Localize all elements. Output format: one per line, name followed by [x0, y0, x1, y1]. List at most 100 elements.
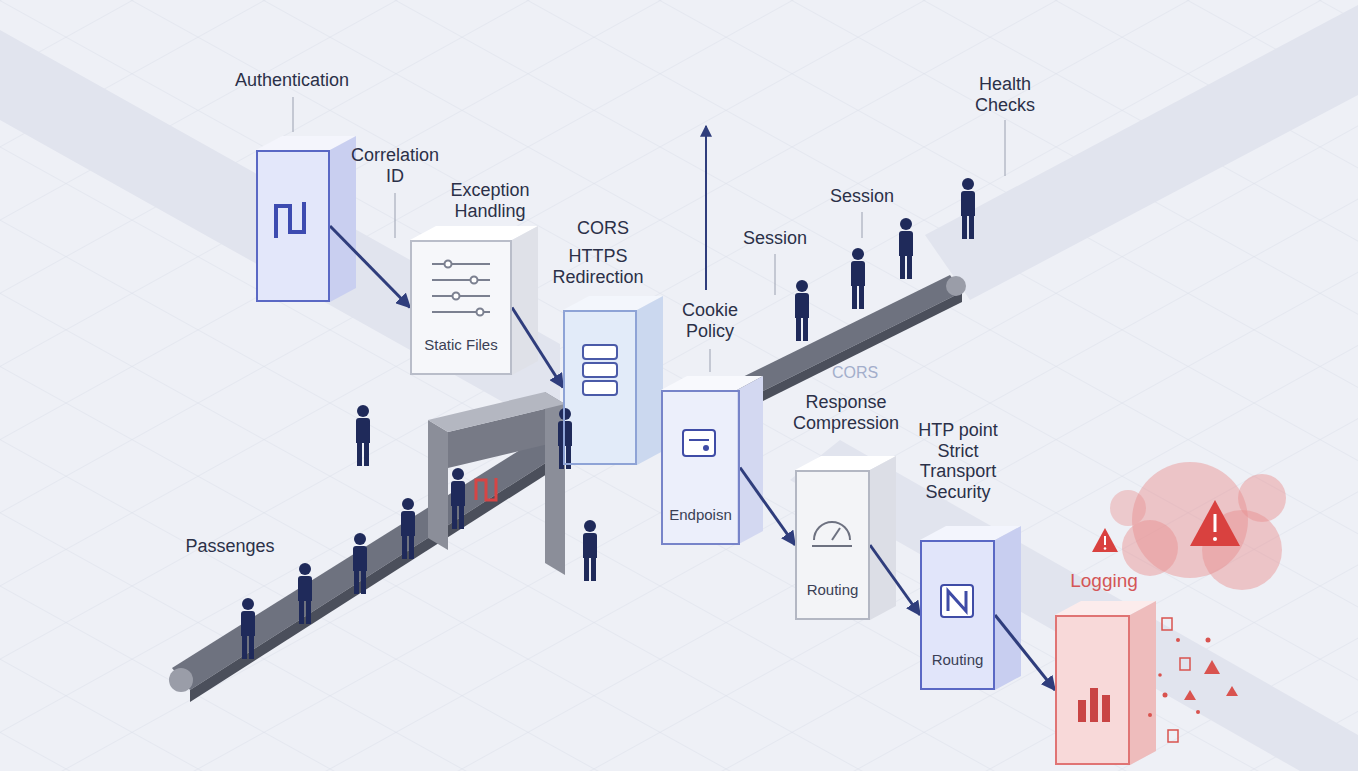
floor-band — [790, 440, 1358, 771]
floor-bands — [0, 5, 1358, 771]
box-face — [563, 310, 637, 465]
person-figure — [451, 468, 465, 529]
error-particles — [1204, 660, 1220, 674]
middleware-box: Response CompressionRouting — [795, 470, 870, 620]
server-icon — [583, 345, 617, 359]
box-side — [1130, 601, 1156, 765]
error-particles — [1162, 618, 1172, 630]
box-label: Endpoisn — [669, 506, 732, 523]
callout-label: Passenges — [170, 536, 290, 557]
box-side — [995, 526, 1021, 690]
box-side — [637, 296, 663, 465]
slider-icon — [432, 295, 490, 297]
flow-arrow — [512, 308, 563, 388]
box-heading: Cookie Policy — [670, 300, 750, 341]
endpoint-icon — [703, 445, 709, 451]
leader-line — [775, 254, 776, 295]
box-heading: Authentication — [222, 70, 362, 91]
person-figure — [851, 248, 865, 309]
leader-line — [710, 349, 711, 372]
callout-label: Health Checks — [960, 74, 1050, 115]
flow-arrow — [870, 545, 920, 615]
box-face — [795, 470, 870, 620]
security-gate — [428, 392, 565, 575]
endpoint-icon — [683, 430, 715, 456]
routing-icon — [941, 585, 973, 617]
callout-label: Session — [730, 228, 820, 249]
warning-icon — [1104, 547, 1107, 550]
endpoint-box: Cookie PolicyEndpoisn — [661, 390, 740, 545]
person-figure — [241, 598, 255, 659]
box-face — [256, 150, 330, 302]
belt-roller — [169, 668, 193, 692]
gate-post — [545, 392, 565, 575]
leader-line — [862, 212, 863, 238]
conveyor-belt — [169, 275, 966, 702]
flow-arrow — [995, 615, 1055, 690]
server-icon — [583, 363, 617, 377]
slider-icon — [445, 261, 452, 268]
chart-icon — [1078, 700, 1086, 722]
routing-box: HTP point Strict Transport SecurityRouti… — [920, 540, 995, 690]
person-figure — [356, 405, 370, 466]
error-particles — [1168, 730, 1178, 742]
endpoint-icon — [689, 439, 709, 441]
gauge-icon — [812, 522, 852, 546]
box-heading: Response Compression — [781, 392, 911, 433]
box-side — [870, 456, 896, 620]
error-particles — [1184, 690, 1196, 700]
person-figure — [558, 408, 572, 469]
box-side — [737, 376, 763, 545]
chart-icon — [1078, 688, 1110, 722]
gauge-icon — [812, 545, 852, 547]
gate-top — [428, 392, 565, 432]
callout-label: CORS — [820, 364, 890, 382]
error-blob — [1110, 490, 1146, 526]
server-icon — [583, 381, 617, 395]
error-cloud — [1092, 462, 1286, 742]
error-particles — [1148, 618, 1238, 742]
routing-icon — [948, 591, 966, 611]
error-particles — [1176, 638, 1180, 642]
chart-icon — [1090, 688, 1098, 722]
warning-icon — [1190, 500, 1240, 546]
box-label: Routing — [807, 581, 859, 598]
person-figure — [298, 563, 312, 624]
people — [241, 178, 975, 659]
slider-icon — [477, 309, 484, 316]
person-figure — [353, 533, 367, 594]
belt-roller — [946, 276, 966, 296]
warning-icon — [1092, 528, 1118, 552]
logging-box: Logging — [1055, 615, 1130, 765]
gauge-icon — [814, 522, 850, 540]
floor-band — [925, 5, 1358, 300]
error-particles — [1180, 658, 1190, 670]
endpoint-icon — [683, 430, 715, 456]
error-particles — [1158, 673, 1162, 677]
box-label: Routing — [932, 651, 984, 668]
gate-post — [428, 420, 448, 550]
upward-arrow — [705, 126, 707, 290]
routing-icon — [941, 585, 973, 617]
box-heading: CORS — [563, 218, 643, 239]
server-icon — [583, 345, 617, 395]
middleware-box: Exception HandlingStatic Files — [410, 240, 512, 375]
slider-icon — [432, 263, 490, 265]
box-face — [1055, 615, 1130, 765]
warning-icon — [1092, 528, 1118, 552]
box-face — [920, 540, 995, 690]
error-blob — [1202, 510, 1282, 590]
person-figure — [401, 498, 415, 559]
slider-icon — [432, 279, 490, 281]
leader-line — [293, 97, 294, 132]
auth-box: Authentication — [256, 150, 330, 302]
box-heading: Exception Handling — [440, 180, 540, 221]
gauge-icon — [832, 528, 840, 540]
box-heading: Logging — [1054, 570, 1154, 592]
auth-icon — [276, 202, 304, 238]
